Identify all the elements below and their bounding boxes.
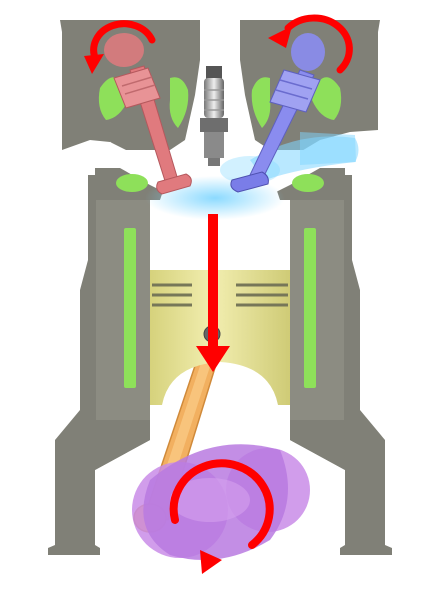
coolant-left-jacket bbox=[124, 228, 136, 388]
intake-cam bbox=[291, 33, 325, 71]
intake-valve-assembly bbox=[230, 33, 325, 193]
exhaust-cam-rotation-arrow bbox=[90, 20, 156, 64]
crank-arrowhead bbox=[200, 550, 222, 574]
intake-cam-rotation-arrow bbox=[284, 14, 353, 74]
piston-rings bbox=[152, 283, 288, 307]
coolant-left-upper bbox=[116, 174, 148, 192]
cylinder-wall-left bbox=[96, 200, 150, 440]
coolant-right-head bbox=[312, 77, 342, 120]
exhaust-valve-assembly bbox=[104, 33, 192, 195]
crank-rotation-arrow bbox=[169, 459, 274, 549]
coolant-left-head-2 bbox=[169, 77, 189, 128]
exhaust-cam-arrowhead bbox=[84, 54, 104, 74]
piston-skirt bbox=[150, 340, 290, 405]
crankcase-left bbox=[95, 420, 150, 470]
exhaust-cam bbox=[104, 33, 144, 67]
spark-plug bbox=[200, 66, 228, 166]
intake-valve-head bbox=[230, 171, 269, 193]
piston-motion-arrow bbox=[196, 214, 230, 372]
crankcase-right bbox=[290, 420, 345, 470]
cylinder-wall-right bbox=[290, 200, 344, 440]
coolant-right-head-2 bbox=[251, 77, 271, 128]
coolant-right-jacket bbox=[304, 228, 316, 388]
exhaust-valve-head bbox=[156, 173, 192, 195]
exhaust-port bbox=[62, 140, 180, 195]
intake-cam-arrowhead bbox=[268, 26, 292, 48]
coolant-right-upper bbox=[292, 174, 324, 192]
